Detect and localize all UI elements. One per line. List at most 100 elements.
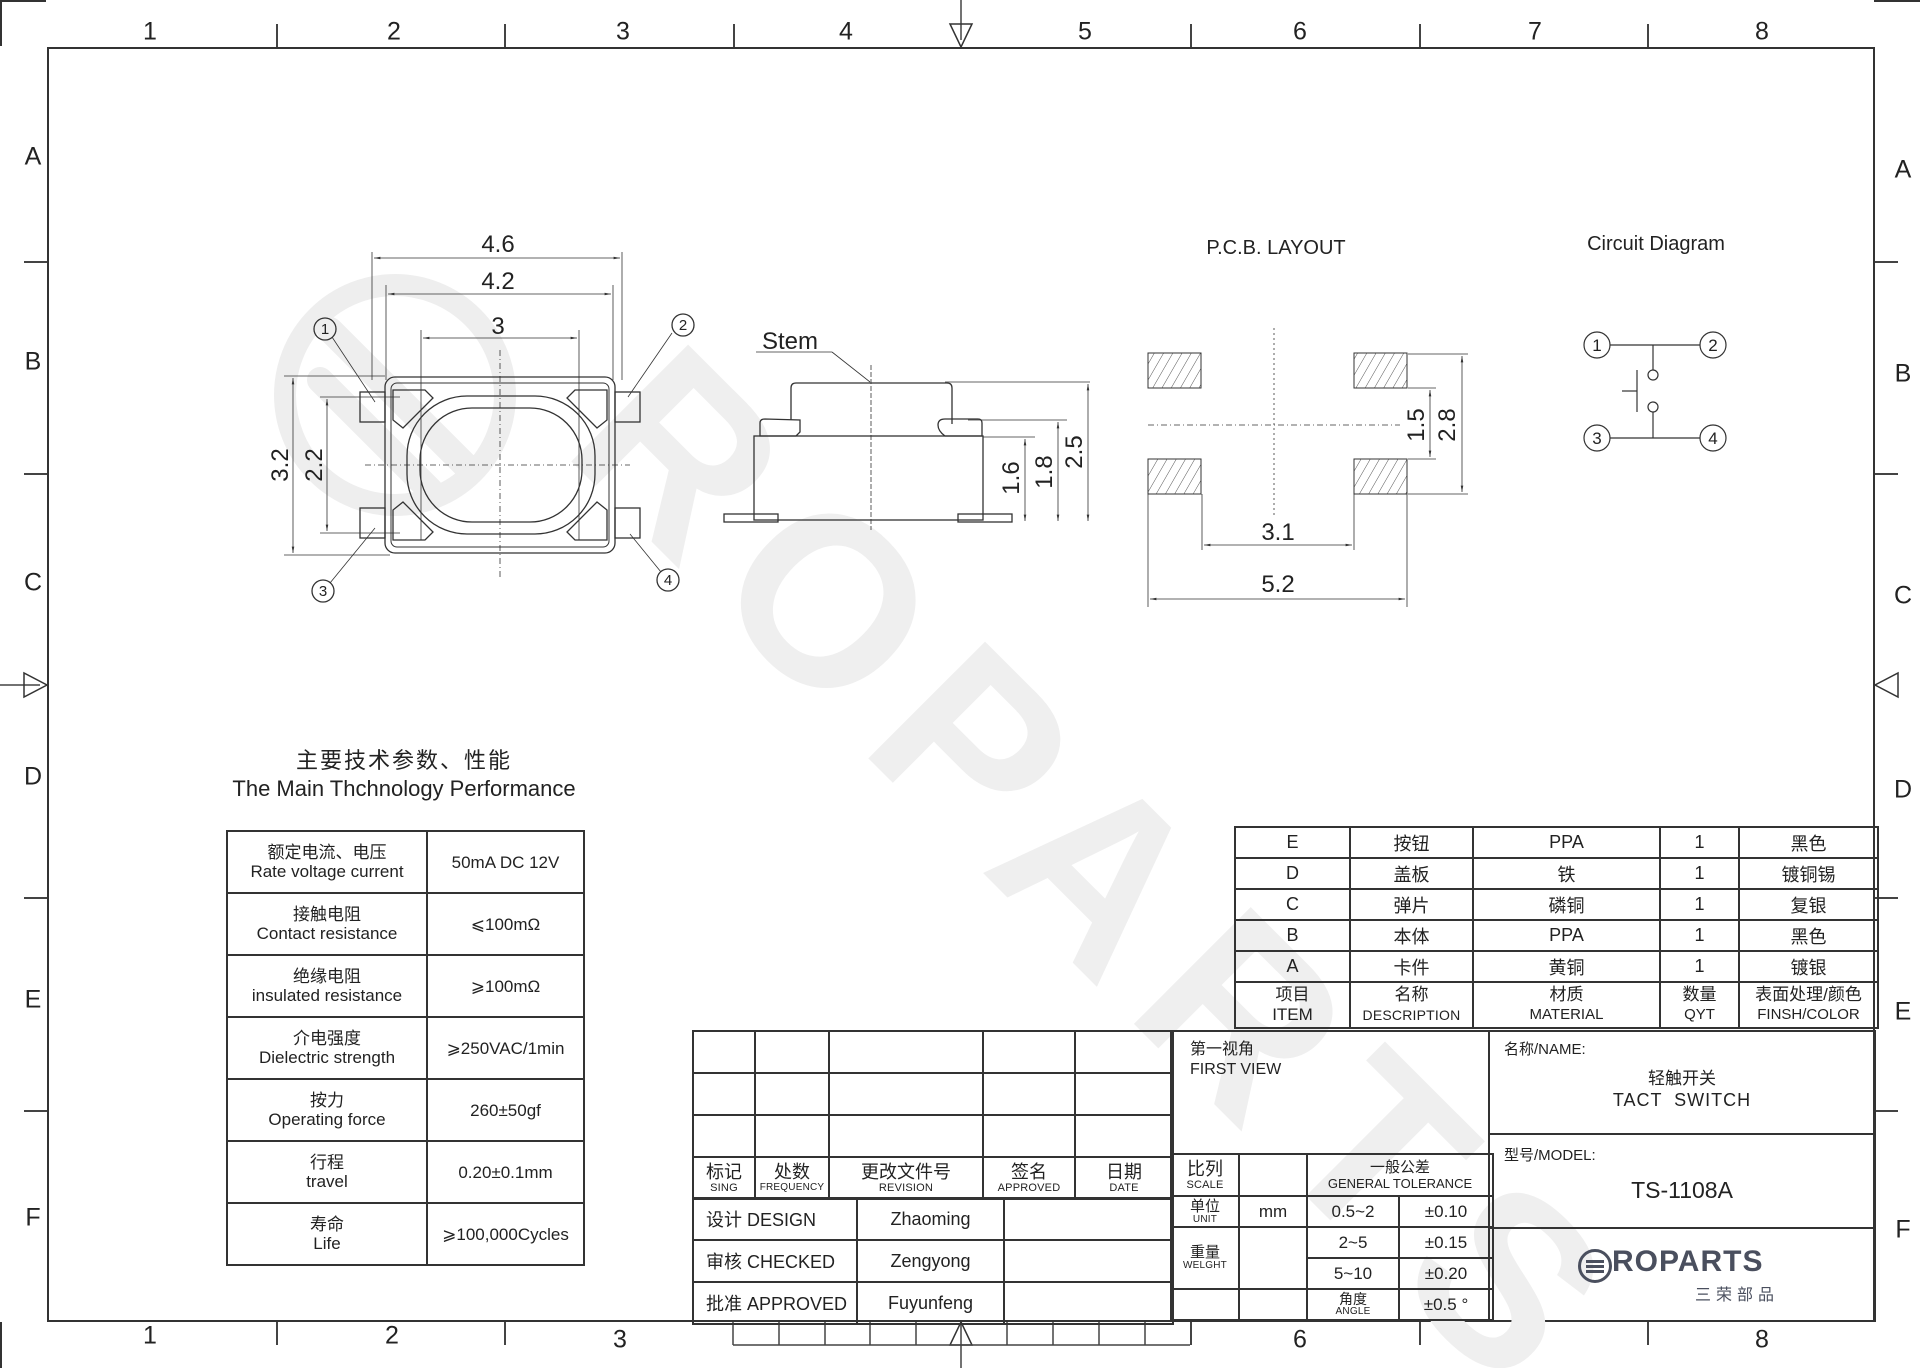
zone-col-6: 6 [1293, 17, 1307, 46]
dim-pad-gap: 1.5 [1403, 408, 1430, 441]
name-box: 名称/NAME: 轻触开关 TACT SWITCH [1488, 1030, 1876, 1135]
model-number: TS-1108A [1631, 1177, 1733, 1203]
part-name-cn: 轻触开关 [1648, 1069, 1716, 1088]
zone-col-1: 1 [143, 17, 157, 46]
pin-label-2: 2 [679, 317, 687, 334]
signoff-signature [1003, 1239, 1174, 1283]
circuit-pin-1: 1 [1592, 336, 1601, 355]
pcb-layout [1147, 352, 1408, 495]
model-label: 型号/MODEL: [1504, 1147, 1596, 1164]
performance-heading-cn: 主要技术参数、性能 [295, 748, 512, 773]
dim-total-height: 2.5 [1061, 435, 1088, 468]
zone-tick [1190, 24, 1192, 47]
pcb-layout-title: P.C.B. LAYOUT [1206, 237, 1345, 259]
tolerance-value: ±0.10 [1397, 1195, 1495, 1228]
performance-heading-en: The Main Thchnology Performance [232, 776, 576, 801]
projection-view-box: 第一视角 FIRST VIEW [1170, 1030, 1490, 1155]
side-view [723, 351, 1090, 530]
table-row: 批准 APPROVED Fuyunfeng [692, 1281, 1174, 1325]
table-row [692, 1030, 1174, 1074]
zone-row-b-right: B [1894, 359, 1912, 388]
zone-tick [1875, 1110, 1898, 1112]
zone-tick [504, 24, 506, 47]
bom-item: A [1234, 950, 1351, 983]
corner-mark [0, 1322, 2, 1368]
dim-overall-width: 4.6 [481, 231, 514, 258]
signoff-signature [1003, 1281, 1174, 1325]
tolerance-range: 5~10 [1306, 1257, 1400, 1290]
zone-row-e: E [24, 985, 42, 1014]
bom-qty: 1 [1659, 919, 1740, 952]
zone-tick [1190, 1322, 1192, 1345]
company-logo-text: ROPARTS [1612, 1245, 1764, 1278]
zone-tick [1647, 1322, 1649, 1345]
dim-pad-span: 2.8 [1434, 408, 1461, 441]
scale-value [1238, 1153, 1308, 1197]
tolerance-value: ±0.5 ° [1397, 1288, 1495, 1321]
zone-row-f: F [25, 1203, 41, 1232]
spec-value: ⩾100mΩ [426, 954, 585, 1018]
company-logo-icon [1578, 1249, 1612, 1283]
table-row [692, 1072, 1174, 1116]
signoff-name: Zhaoming [856, 1197, 1005, 1241]
view-cn: 第一视角 [1190, 1041, 1255, 1058]
zone-col-3-bottom: 3 [613, 1325, 627, 1354]
bom-description: 按钮 [1349, 826, 1474, 859]
bom-material: 黄铜 [1472, 950, 1661, 983]
table-row: E 按钮 PPA 1 黑色 [1234, 826, 1879, 859]
zone-row-a: A [24, 142, 42, 171]
bom-material: PPA [1472, 826, 1661, 859]
part-name-en: TACT SWITCH [1612, 1090, 1752, 1110]
bom-finish: 复银 [1738, 888, 1879, 921]
table-row: D 盖板 铁 1 镀铜锡 [1234, 857, 1879, 890]
view-en: FIRST VIEW [1190, 1061, 1282, 1078]
tolerance-range: 0.5~2 [1306, 1195, 1400, 1228]
circuit-diagram [1583, 331, 1727, 452]
table-row: A 卡件 黄铜 1 镀银 [1234, 950, 1879, 983]
pin-label-1: 1 [321, 321, 329, 338]
signoff-table: 设计 DESIGN Zhaoming 审核 CHECKED Zengyong 批… [692, 1197, 1174, 1325]
zone-tick [24, 261, 47, 263]
dim-body-width: 4.2 [481, 268, 514, 295]
bom-qty: 1 [1659, 857, 1740, 890]
table-row [692, 1114, 1174, 1158]
bom-item: C [1234, 888, 1351, 921]
zone-row-c-right: C [1893, 581, 1913, 610]
signoff-role: 批准 APPROVED [692, 1281, 858, 1325]
table-row: 审核 CHECKED Zengyong [692, 1239, 1174, 1283]
zone-col-7-bottom: 7 [1528, 1325, 1542, 1354]
zone-tick [24, 1110, 47, 1112]
zone-row-d: D [23, 762, 43, 791]
spec-value: 260±50gf [426, 1078, 585, 1142]
corner-mark [1874, 0, 1920, 2]
zone-col-2-bottom: 2 [385, 1321, 399, 1350]
signoff-name: Fuyunfeng [856, 1281, 1005, 1325]
bom-description: 本体 [1349, 919, 1474, 952]
zone-col-7: 7 [1528, 17, 1542, 46]
circuit-diagram-title: Circuit Diagram [1587, 233, 1725, 255]
zone-row-f-right: F [1895, 1215, 1911, 1244]
spec-value: 50mA DC 12V [426, 830, 585, 894]
zone-row-b: B [24, 347, 42, 376]
dim-inner-pitch: 3.1 [1261, 519, 1294, 546]
zone-col-1-bottom: 1 [143, 1321, 157, 1350]
signoff-signature [1003, 1197, 1174, 1241]
dim-cover-height: 1.8 [1031, 455, 1058, 488]
